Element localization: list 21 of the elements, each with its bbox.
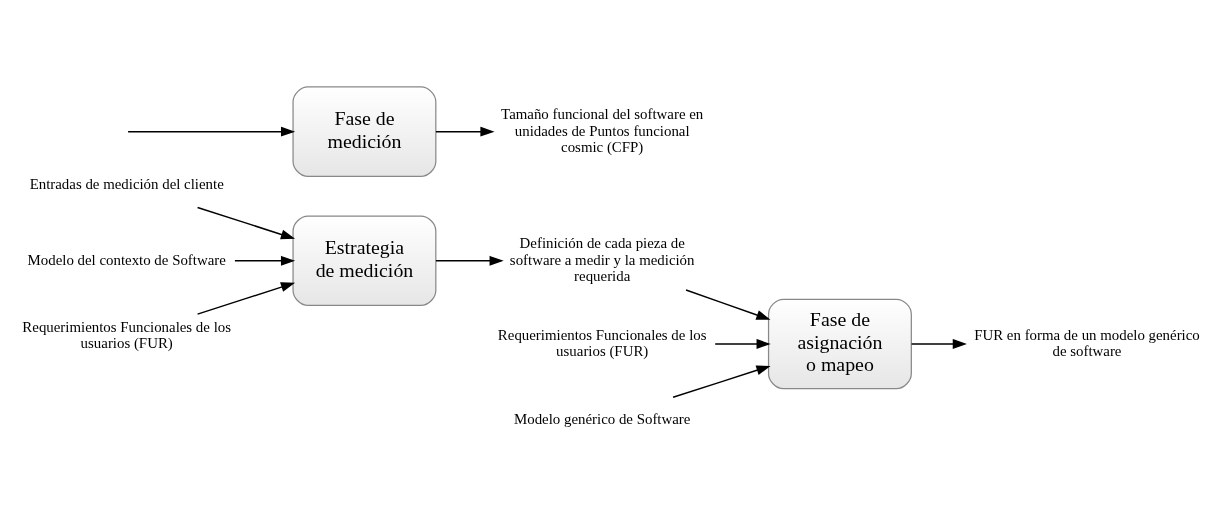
node-text: Definición de cada pieza de software a medir y la medición requerida [509, 235, 695, 284]
arrow [435, 126, 495, 137]
arrow [196, 282, 296, 315]
node-text: Entradas de medición del cliente [29, 175, 224, 192]
node-text: Modelo genérico de Software [514, 410, 691, 427]
node-box: Estrategia de medición [292, 215, 437, 307]
arrow [234, 255, 296, 266]
arrow [672, 365, 771, 399]
node-text: Requerimientos Funcionales de los usuarios (FUR) [22, 319, 232, 352]
node-box: Fase de asignación o mapeo [767, 298, 912, 390]
node-text: Requerimientos Funcionales de los usuarios (FUR) [497, 326, 707, 359]
arrow [127, 126, 296, 137]
arrow [910, 339, 967, 349]
node-text: Modelo del contexto de Software [27, 251, 226, 268]
arrow [196, 206, 296, 240]
node-box: Fase de medición [292, 86, 437, 177]
node-text: FUR en forma de un modelo genérico de software [974, 326, 1200, 359]
arrow [685, 289, 771, 320]
arrow [435, 255, 504, 266]
node-text: Tamaño funcional del software en unidades de Puntos funcional cosmic (CFP) [501, 106, 704, 155]
arrow [714, 339, 771, 349]
